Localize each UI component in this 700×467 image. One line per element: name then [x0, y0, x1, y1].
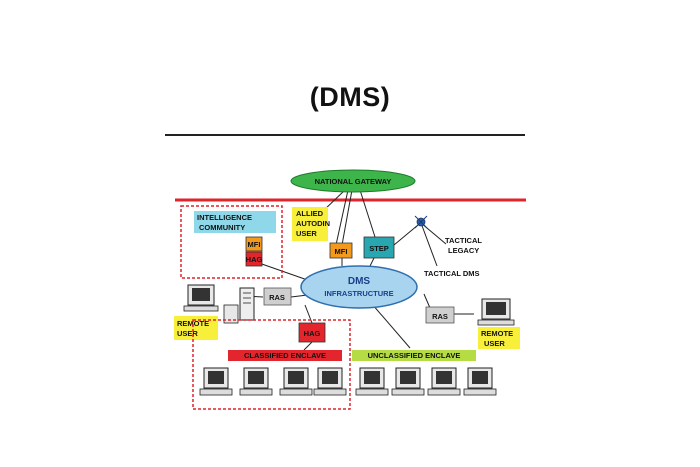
- classified-enclave-region: [192, 319, 351, 410]
- tactical-legacy-line2: LEGACY: [448, 246, 479, 255]
- ras-node-left: [263, 287, 292, 306]
- remote-user-right-line2: USER: [484, 339, 505, 348]
- intelligence-community-label-box: [194, 211, 276, 233]
- computer-icon-unclassified-3: [427, 367, 461, 396]
- allied-autodin-user-box: [292, 207, 328, 241]
- mfi-node-left: [245, 236, 263, 252]
- allied-autodin-user-line1: ALLIED: [296, 209, 324, 218]
- computer-icon-unclassified-2: [391, 367, 425, 396]
- dms-infrastructure-line2: INFRASTRUCTURE: [324, 289, 393, 298]
- hag-node-bottom: [298, 322, 326, 343]
- computer-icon-unclassified-1: [355, 367, 389, 396]
- hag-node-bottom-label: HAG: [304, 329, 321, 338]
- computer-icon-classified-4: [313, 367, 347, 396]
- remote-user-right-line1: REMOTE: [481, 329, 513, 338]
- hag-node-top: [245, 251, 263, 267]
- unclassified-enclave-bar: [352, 350, 476, 361]
- computer-icon-remote-left: [183, 284, 219, 312]
- mfi-node-left-label: MFI: [248, 240, 261, 249]
- computer-icon-classified-1: [199, 367, 233, 396]
- modem-icon: [223, 304, 239, 324]
- computer-icon-remote-right: [477, 298, 515, 326]
- computer-icon-classified-3: [279, 367, 313, 396]
- computer-icon-classified-2: [239, 367, 273, 396]
- intelligence-community-region: [180, 205, 283, 279]
- ras-node-left-label: RAS: [269, 293, 285, 302]
- mfi-node-center: [329, 242, 353, 259]
- page-title: (DMS): [309, 82, 391, 112]
- classified-enclave-label: CLASSIFIED ENCLAVE: [244, 351, 326, 360]
- intelligence-community-label-line2: COMMUNITY: [199, 223, 245, 232]
- ras-node-right-label: RAS: [432, 312, 448, 321]
- hag-node-top-label: HAG: [246, 255, 263, 264]
- remote-user-right-box: [478, 327, 520, 349]
- dms-infrastructure-node: [300, 265, 418, 309]
- unclassified-enclave-label: UNCLASSIFIED ENCLAVE: [368, 351, 461, 360]
- classified-enclave-bar: [228, 350, 342, 361]
- dms-infrastructure-line1: DMS: [348, 276, 371, 287]
- title-divider: [165, 134, 525, 136]
- remote-user-left-line1: REMOTE: [177, 319, 209, 328]
- tactical-legacy-line1: TACTICAL: [445, 236, 482, 245]
- allied-autodin-user-line2: AUTODIN: [296, 219, 330, 228]
- mfi-node-center-label: MFI: [335, 247, 348, 256]
- national-gateway-label: NATIONAL GATEWAY: [315, 177, 392, 186]
- intelligence-community-label-line1: INTELLIGENCE: [197, 213, 252, 222]
- computer-icon-unclassified-4: [463, 367, 497, 396]
- remote-user-left-line2: USER: [177, 329, 198, 338]
- step-node-label: STEP: [369, 244, 389, 253]
- national-gateway-node: [290, 169, 416, 193]
- tactical-dms-label: TACTICAL DMS: [424, 269, 480, 278]
- step-node: [363, 236, 395, 259]
- satellite-icon: [414, 215, 428, 229]
- ras-node-right: [425, 306, 455, 324]
- server-tower-icon: [239, 287, 255, 321]
- allied-autodin-user-line3: USER: [296, 229, 317, 238]
